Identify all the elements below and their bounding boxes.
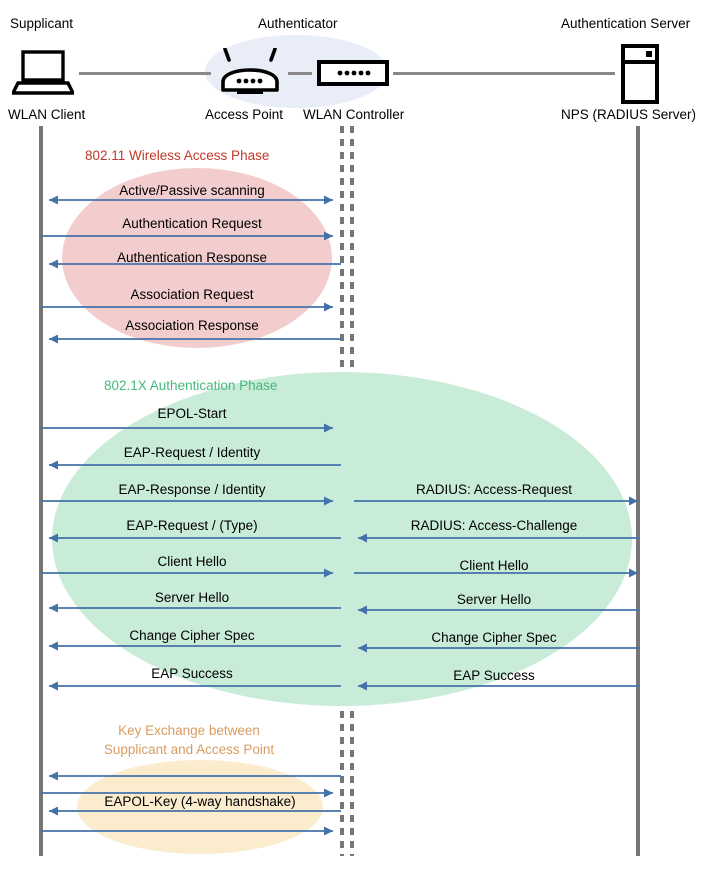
wire-client-to-ap: [79, 72, 211, 75]
message-label-eap-request-type: EAP-Request / (Type): [126, 518, 258, 533]
message-arrow-change-cipher-spec-left: [49, 641, 341, 651]
dot1x-authentication-phase-title: 802.1X Authentication Phase: [104, 378, 278, 393]
key-exchange-title-line-1: Key Exchange between: [118, 723, 260, 738]
message-label-eapol-key-4way-handshake: EAPOL-Key (4-way handshake): [104, 794, 296, 809]
message-arrow-eapol-key-1: [49, 771, 341, 781]
message-label-change-cipher-spec-left: Change Cipher Spec: [129, 628, 255, 643]
message-label-radius-access-request: RADIUS: Access-Request: [415, 482, 573, 497]
message-label-server-hello-right: Server Hello: [456, 592, 532, 607]
message-label-association-response: Association Response: [125, 318, 259, 333]
actor-role-authentication-server: Authentication Server: [561, 16, 691, 31]
message-label-eap-response-identity: EAP-Response / Identity: [118, 482, 266, 497]
message-label-client-hello-right: Client Hello: [459, 558, 529, 573]
message-arrow-active-passive-scanning: [49, 195, 333, 205]
message-arrow-association-request: [41, 302, 333, 312]
wireless-access-phase-blob: [62, 168, 332, 348]
message-arrow-radius-access-challenge: [358, 533, 640, 543]
message-arrow-epol-start: [41, 423, 333, 433]
message-arrow-eapol-key-2: [41, 788, 333, 798]
message-label-eap-success-right: EAP Success: [453, 668, 535, 683]
key-exchange-phase-title: Key Exchange between Supplicant and Acce…: [89, 721, 289, 759]
message-arrow-authentication-response: [49, 259, 341, 269]
message-label-eap-success-left: EAP Success: [151, 666, 233, 681]
message-arrow-eapol-key-3: [49, 806, 341, 816]
message-arrow-client-hello-right: [354, 568, 638, 578]
actor-role-supplicant: Supplicant: [10, 16, 74, 31]
message-arrow-eap-response-identity: [41, 496, 333, 506]
message-arrow-server-hello-left: [49, 603, 341, 613]
message-arrow-authentication-request: [41, 231, 333, 241]
actor-device-nps-radius-server: NPS (RADIUS Server): [561, 107, 697, 122]
message-label-radius-access-challenge: RADIUS: Access-Challenge: [410, 518, 578, 533]
server-rack-icon: [620, 44, 660, 109]
lifeline-supplicant: [39, 126, 43, 856]
message-arrow-change-cipher-spec-right: [358, 643, 640, 653]
message-arrow-eap-request-type: [49, 533, 341, 543]
message-label-epol-start: EPOL-Start: [157, 406, 227, 421]
key-exchange-title-line-2: Supplicant and Access Point: [103, 742, 275, 757]
message-arrow-eap-success-right: [358, 681, 640, 691]
wire-ap-to-wlc: [288, 72, 312, 75]
actor-device-wlan-controller: WLAN Controller: [303, 107, 405, 122]
message-label-change-cipher-spec-right: Change Cipher Spec: [431, 630, 557, 645]
wire-wlc-to-nps: [393, 72, 615, 75]
actor-device-access-point: Access Point: [205, 107, 284, 122]
message-label-client-hello-left: Client Hello: [157, 554, 227, 569]
wireless-access-point-icon: [215, 47, 285, 101]
lifeline-authentication-server: [636, 126, 640, 856]
laptop-icon: [10, 50, 76, 100]
actor-device-wlan-client: WLAN Client: [8, 107, 86, 122]
actor-role-authenticator: Authenticator: [258, 16, 338, 31]
wireless-access-phase-title: 802.11 Wireless Access Phase: [85, 148, 270, 163]
message-label-active-passive-scanning: Active/Passive scanning: [119, 183, 265, 198]
message-arrow-association-response: [49, 334, 341, 344]
message-label-authentication-response: Authentication Response: [116, 250, 268, 265]
message-label-authentication-request: Authentication Request: [122, 216, 262, 231]
message-label-eap-request-identity: EAP-Request / Identity: [123, 445, 261, 460]
message-arrow-eapol-key-4: [41, 826, 333, 836]
message-label-association-request: Association Request: [130, 287, 254, 302]
message-label-server-hello-left: Server Hello: [154, 590, 230, 605]
message-arrow-server-hello-right: [358, 605, 640, 615]
message-arrow-eap-success-left: [49, 681, 341, 691]
message-arrow-eap-request-identity: [49, 460, 341, 470]
message-arrow-radius-access-request: [354, 496, 638, 506]
network-switch-icon: [317, 60, 389, 91]
message-arrow-client-hello-left: [41, 568, 333, 578]
